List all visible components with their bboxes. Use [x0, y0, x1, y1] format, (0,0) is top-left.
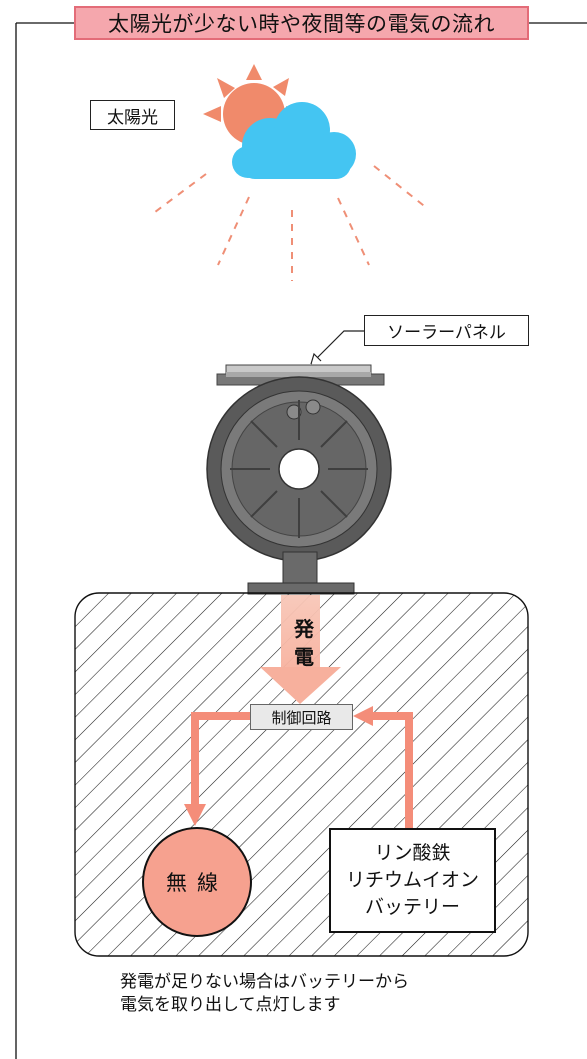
solar-panel-label: ソーラーパネル — [364, 315, 529, 346]
generation-arrow — [260, 595, 341, 704]
caption-line-1: 発電が足りない場合はバッテリーから — [120, 972, 409, 992]
cloud-icon — [232, 102, 356, 179]
sunlight-rays — [150, 165, 429, 281]
control-circuit-label: 制御回路 — [250, 704, 353, 730]
generation-label: 発 電 — [289, 615, 319, 671]
power-flow-lines — [191, 712, 413, 834]
battery-label-line-3: バッテリー — [364, 896, 460, 918]
battery-label-line-2: リチウムイオン — [345, 869, 479, 891]
solar-panel-icon — [206, 364, 392, 595]
battery-icon: リン酸鉄 リチウムイオン バッテリー — [329, 828, 496, 933]
radio-icon: 無線 — [142, 827, 252, 937]
generation-label-line-2: 電 — [294, 645, 314, 669]
sunlight-label: 太陽光 — [90, 100, 175, 130]
diagram-title: 太陽光が少ない時や夜間等の電気の流れ — [74, 6, 529, 40]
generation-label-line-1: 発 — [294, 617, 314, 641]
battery-label-line-1: リン酸鉄 — [374, 842, 451, 864]
bottom-caption: 発電が足りない場合はバッテリーから 電気を取り出して点灯します — [120, 971, 540, 1017]
caption-line-2: 電気を取り出して点灯します — [120, 995, 341, 1015]
radio-label: 無線 — [166, 871, 228, 895]
